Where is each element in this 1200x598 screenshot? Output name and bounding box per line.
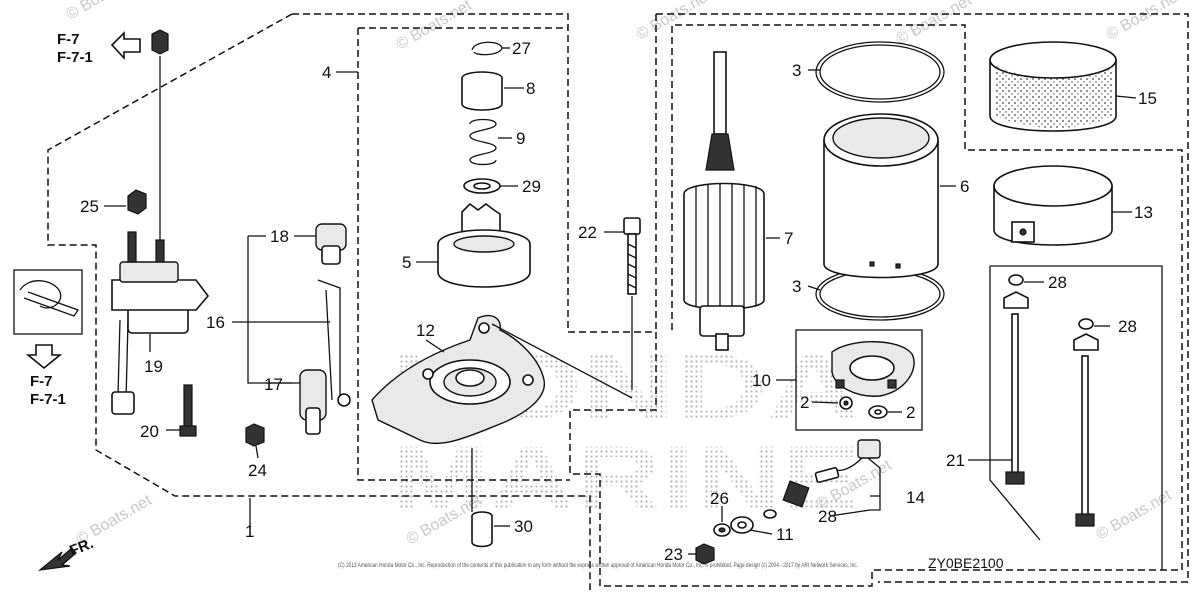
callout-14: 14 xyxy=(906,488,925,507)
part-washer-28a xyxy=(1003,274,1029,309)
callouts: 1 2 2 3 3 4 5 6 7 8 9 10 11 12 13 14 15 … xyxy=(80,39,1157,564)
callout-28a: 28 xyxy=(1048,273,1067,292)
reference-bottom-line1: F-7 xyxy=(30,373,53,390)
part-boot-18 xyxy=(315,223,347,265)
part-front-housing-12 xyxy=(371,314,545,445)
part-brush-holder-10 xyxy=(831,341,915,397)
part-cable-16 xyxy=(317,279,351,407)
part-washer-26 xyxy=(713,523,731,537)
assembly-outlines xyxy=(47,13,1189,590)
callout-6: 6 xyxy=(960,177,969,196)
part-washer-2b xyxy=(868,405,888,419)
part-spring-9 xyxy=(469,118,497,166)
watermark-text: © Boats.net xyxy=(1104,0,1186,43)
callout-18: 18 xyxy=(270,227,289,246)
reference-top-line2: F-7-1 xyxy=(57,49,93,66)
callout-26: 26 xyxy=(710,489,729,508)
part-nut-25 xyxy=(127,189,147,215)
watermark-text: © Boats.net xyxy=(64,0,146,23)
part-through-bolts-21 xyxy=(1005,313,1095,527)
part-bolt-22 xyxy=(623,217,641,295)
outline-bolt-group-21 xyxy=(989,265,1163,570)
part-washer-28c xyxy=(782,480,810,508)
callout-19: 19 xyxy=(144,357,163,376)
callout-3b: 3 xyxy=(792,277,801,296)
part-nut-stud-top xyxy=(151,29,169,55)
bracket-16-17-18 xyxy=(247,235,292,384)
part-armature-7 xyxy=(683,51,765,351)
callout-3a: 3 xyxy=(792,61,801,80)
part-washer-29 xyxy=(463,178,501,194)
reference-bottom: F-7 F-7-1 xyxy=(13,269,83,408)
front-arrow-icon xyxy=(37,547,77,571)
part-cover-13 xyxy=(993,165,1113,246)
callout-17: 17 xyxy=(264,375,283,394)
callout-12: 12 xyxy=(416,321,435,340)
callout-30: 30 xyxy=(514,517,533,536)
callout-24: 24 xyxy=(248,461,267,480)
callout-16: 16 xyxy=(206,313,225,332)
callout-20: 20 xyxy=(140,422,159,441)
reference-arrow-down-icon xyxy=(25,344,63,370)
callout-28b: 28 xyxy=(1118,317,1137,336)
cable-tie-frame xyxy=(13,269,83,335)
callout-1: 1 xyxy=(245,522,254,541)
part-nut-23 xyxy=(695,543,715,565)
part-collar-8 xyxy=(461,71,503,111)
part-washer-28b xyxy=(1073,318,1099,351)
reference-top-line1: F-7 xyxy=(57,31,80,48)
outline-starter-assembly-1 xyxy=(292,13,1183,587)
callout-13: 13 xyxy=(1134,203,1153,222)
callout-11: 11 xyxy=(776,525,794,544)
housing-12-bolt-guide xyxy=(491,323,633,399)
callout-8: 8 xyxy=(526,79,535,98)
callout-28c: 28 xyxy=(818,507,837,526)
part-screw-2a xyxy=(839,396,853,410)
part-snap-ring-27 xyxy=(471,41,503,56)
callout-21: 21 xyxy=(946,451,965,470)
reference-top: F-7 F-7-1 xyxy=(57,31,141,66)
part-washer-11 xyxy=(730,509,777,534)
front-indicator: FR. xyxy=(37,535,96,571)
part-solenoid-19 xyxy=(111,231,210,415)
callout-4: 4 xyxy=(322,63,331,82)
callout-7: 7 xyxy=(784,229,793,248)
watermark-text: © Boats.net xyxy=(394,0,476,53)
reference-bottom-line2: F-7-1 xyxy=(30,391,66,408)
callout-2a: 2 xyxy=(800,393,809,412)
callout-5: 5 xyxy=(402,253,411,272)
callout-2b: 2 xyxy=(906,403,915,422)
part-o-ring-3-top xyxy=(815,41,945,103)
callout-10: 10 xyxy=(752,371,771,390)
callout-15: 15 xyxy=(1138,89,1157,108)
part-bolt-20 xyxy=(179,384,197,437)
diagram-code: ZY0BE2100 xyxy=(928,555,1004,571)
part-pinion-gear-5 xyxy=(437,202,531,288)
part-terminal-14 xyxy=(814,439,881,484)
cable-tie-icon xyxy=(19,280,80,317)
watermark-text: © Boats.net xyxy=(634,0,716,43)
callout-9: 9 xyxy=(516,129,525,148)
callout-23: 23 xyxy=(664,545,683,564)
callout-27: 27 xyxy=(512,39,531,58)
callout-25: 25 xyxy=(80,197,99,216)
leader-lines xyxy=(104,47,1137,555)
part-yoke-6 xyxy=(823,113,939,279)
part-bushing-30 xyxy=(471,511,493,548)
watermark-text: © Boats.net xyxy=(1094,487,1176,544)
callout-22: 22 xyxy=(578,223,597,242)
copyright-text: (C) 2013 American Honda Motor Co., Inc. … xyxy=(338,563,858,569)
outline-right-frame xyxy=(655,13,1189,583)
background-mark-line2: MARINE xyxy=(390,428,860,530)
part-nut-24 xyxy=(245,423,265,447)
part-boot-17 xyxy=(299,369,327,435)
callout-29: 29 xyxy=(522,177,541,196)
watermark-text: © Boats.net xyxy=(894,0,976,48)
outline-drive-group-4 xyxy=(357,27,570,481)
part-band-15 xyxy=(989,41,1117,132)
reference-arrow-left-icon xyxy=(110,31,141,61)
